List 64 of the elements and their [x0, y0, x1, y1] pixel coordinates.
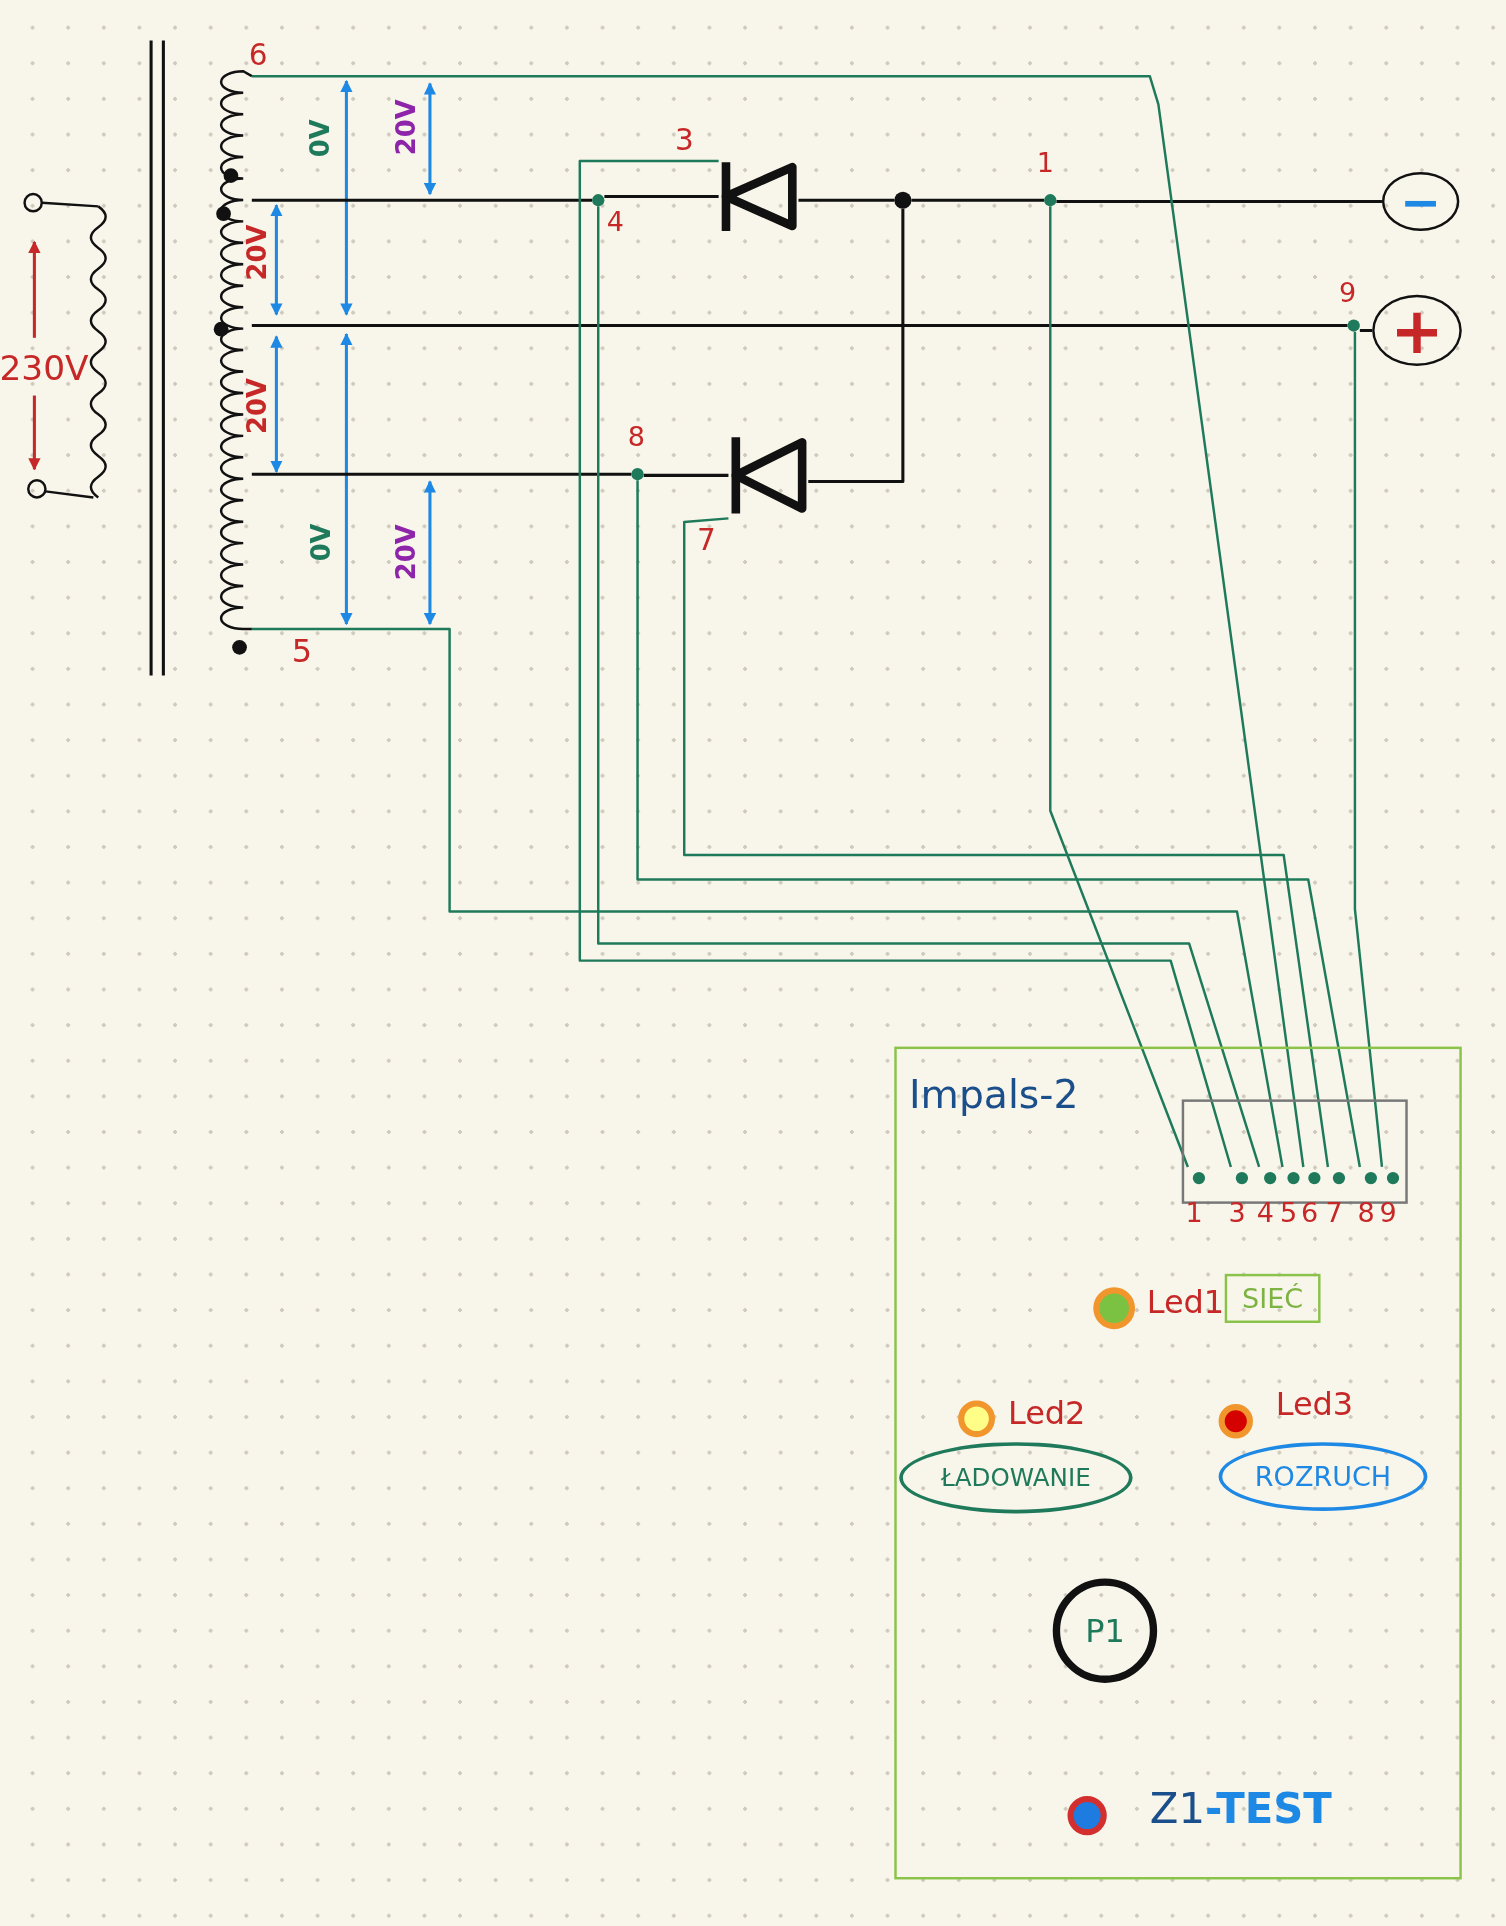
- negative-terminal: −: [1381, 172, 1460, 231]
- terminal-number: 4: [606, 206, 625, 238]
- junction-dot: [1044, 194, 1057, 207]
- wire: [251, 198, 593, 202]
- voltage-label: 0V: [306, 118, 335, 157]
- wire: [683, 517, 1330, 1168]
- terminal-number: 5: [291, 633, 313, 669]
- pin-number: 5: [1280, 1197, 1298, 1229]
- terminal-number: 6: [248, 39, 268, 72]
- wire: [251, 472, 632, 476]
- wire: [251, 324, 1348, 328]
- connector-pin: [1287, 1171, 1300, 1185]
- pin-number: 3: [1228, 1197, 1246, 1229]
- wire: [808, 208, 905, 484]
- pin-number: 9: [1379, 1197, 1397, 1229]
- terminal-number: 3: [675, 124, 694, 157]
- junction-dot: [894, 191, 912, 209]
- wire: [1353, 331, 1384, 1168]
- connector-pin: [1332, 1171, 1346, 1185]
- connector-pin: [1308, 1171, 1321, 1185]
- status-tag: SIEĆ: [1224, 1273, 1321, 1323]
- terminal-number: 8: [627, 421, 645, 453]
- status-tag: ŁADOWANIE: [899, 1442, 1133, 1514]
- wire: [251, 627, 1284, 1168]
- connector-pin: [1364, 1171, 1378, 1185]
- terminal-number: 7: [697, 524, 716, 557]
- led-label: Led3: [1275, 1386, 1354, 1422]
- connector-pin: [1264, 1171, 1277, 1185]
- connector-pin: [1235, 1171, 1249, 1185]
- voltage-label: 0V: [307, 522, 336, 561]
- test-label: Z1-TEST: [1149, 1785, 1332, 1832]
- led-label: Led2: [1007, 1394, 1086, 1430]
- voltage-label: 230V: [0, 349, 89, 388]
- voltage-label: 20V: [392, 98, 422, 155]
- wire: [1049, 206, 1189, 1168]
- voltage-label: 20V: [242, 377, 272, 434]
- pin-number: 6: [1300, 1197, 1319, 1229]
- connector-pin: [1386, 1171, 1400, 1185]
- led-label: Led1: [1146, 1284, 1225, 1320]
- pin-number: 7: [1325, 1197, 1343, 1229]
- pin-number: 4: [1256, 1197, 1274, 1229]
- wire: [604, 195, 719, 199]
- wire: [636, 480, 1362, 1168]
- wire: [911, 198, 1045, 202]
- junction-dot: [631, 468, 644, 481]
- wire: [1056, 199, 1382, 203]
- wire: [1359, 328, 1373, 332]
- junction-dot: [1347, 319, 1360, 332]
- connector-pin: [1192, 1171, 1206, 1185]
- connector-block: [1181, 1099, 1408, 1204]
- junction-dot: [592, 194, 605, 207]
- wire: [251, 74, 1305, 1168]
- voltage-label: 20V: [242, 223, 272, 280]
- pin-number: 8: [1357, 1197, 1375, 1229]
- terminal-number: 9: [1338, 277, 1357, 309]
- push-button-symbol: P1: [1052, 1578, 1158, 1683]
- wire: [643, 473, 729, 477]
- module-title: Impals-2: [909, 1071, 1079, 1118]
- positive-terminal: +: [1372, 294, 1462, 367]
- pin-number: 1: [1185, 1197, 1203, 1229]
- voltage-label: 20V: [392, 523, 422, 580]
- status-tag: ROZRUCH: [1218, 1442, 1428, 1511]
- terminal-number: 1: [1036, 147, 1054, 179]
- wire: [798, 198, 895, 202]
